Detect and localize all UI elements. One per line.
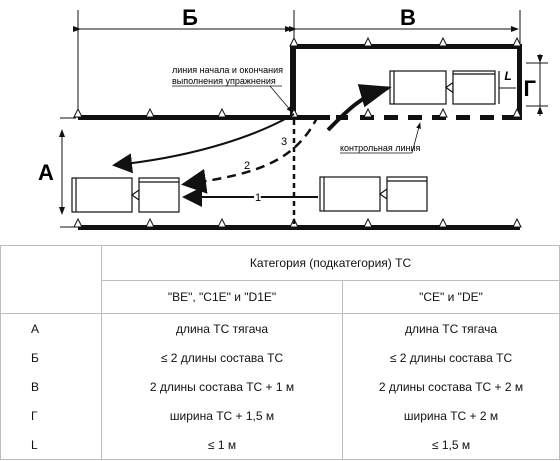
table-cell: 2 длины состава ТС + 2 м [342, 372, 560, 401]
table-cell: 2 длины состава ТС + 1 м [101, 372, 343, 401]
table-cell: ширина ТС + 2 м [342, 401, 560, 430]
route-1-label: 1 [255, 192, 261, 204]
dimension-b: Б [73, 5, 295, 118]
route-3-arrow [112, 113, 295, 174]
table-cell: длина ТС тягача [101, 313, 343, 343]
table-row: Б ≤ 2 длины состава ТС ≤ 2 длины состава… [0, 343, 560, 372]
table-param: В [0, 372, 102, 401]
table-category-header: Категория (подкатегория) ТС [101, 245, 560, 281]
route-3-reverse [326, 84, 392, 132]
maneuver-diagram: Б В [38, 5, 548, 230]
vehicle-in-bay [389, 70, 500, 105]
table-param: А [0, 313, 102, 343]
cones [73, 36, 522, 228]
table-row: А длина ТС тягача длина ТС тягача [0, 313, 560, 343]
annotation-start-line-pointer [269, 85, 293, 113]
vehicle-start [319, 176, 428, 212]
parameters-table: Категория (подкатегория) ТС "BE", "C1E" … [0, 245, 560, 460]
annotation-control-pointer [411, 122, 421, 154]
route-2-arrow [181, 115, 320, 194]
route-3-label: 3 [281, 136, 287, 148]
table-column-header-1: "BE", "C1E" и "D1E" [101, 280, 343, 314]
dimension-a-label: А [38, 160, 54, 185]
table-cell: ≤ 2 длины состава ТС [101, 343, 343, 372]
table-cell: длина ТС тягача [342, 313, 560, 343]
dimension-v: В [289, 5, 521, 46]
table-header-category-row: Категория (подкатегория) ТС [0, 245, 560, 314]
table-cell: ≤ 1,5 м [342, 430, 560, 460]
table-row: L ≤ 1 м ≤ 1,5 м [0, 430, 560, 460]
dimension-a: А [38, 117, 76, 228]
annotation-start-line-2: выполнения упражнения [172, 76, 276, 86]
annotation-start-line-1: линия начала и окончания [172, 65, 283, 75]
dimension-b-label: Б [182, 5, 198, 30]
dimension-g-label: Г [524, 76, 537, 101]
table-header-columns-row: "BE", "C1E" и "D1E" "CE" и "DE" [1, 280, 560, 314]
table-param: Б [0, 343, 102, 372]
dimension-v-label: В [400, 5, 416, 30]
route-2-label: 2 [244, 160, 250, 172]
table-cell: ≤ 2 длины состава ТС [342, 343, 560, 372]
bottom-boundary [78, 225, 520, 230]
table-row: Г ширина ТС + 1,5 м ширина ТС + 2 м [0, 401, 560, 430]
dimension-g: Г [524, 54, 548, 116]
table-cell: ширина ТС + 1,5 м [101, 401, 343, 430]
vehicle-end [71, 177, 180, 213]
table-param: L [0, 430, 102, 460]
table-column-header-2: "CE" и "DE" [342, 280, 560, 314]
annotation-control-line: контрольная линия [340, 143, 421, 153]
table-corner-cell [0, 245, 102, 314]
table-param: Г [0, 401, 102, 430]
table-row: В 2 длины состава ТС + 1 м 2 длины соста… [0, 372, 560, 401]
table-cell: ≤ 1 м [101, 430, 343, 460]
dimension-l-label: L [504, 69, 511, 83]
